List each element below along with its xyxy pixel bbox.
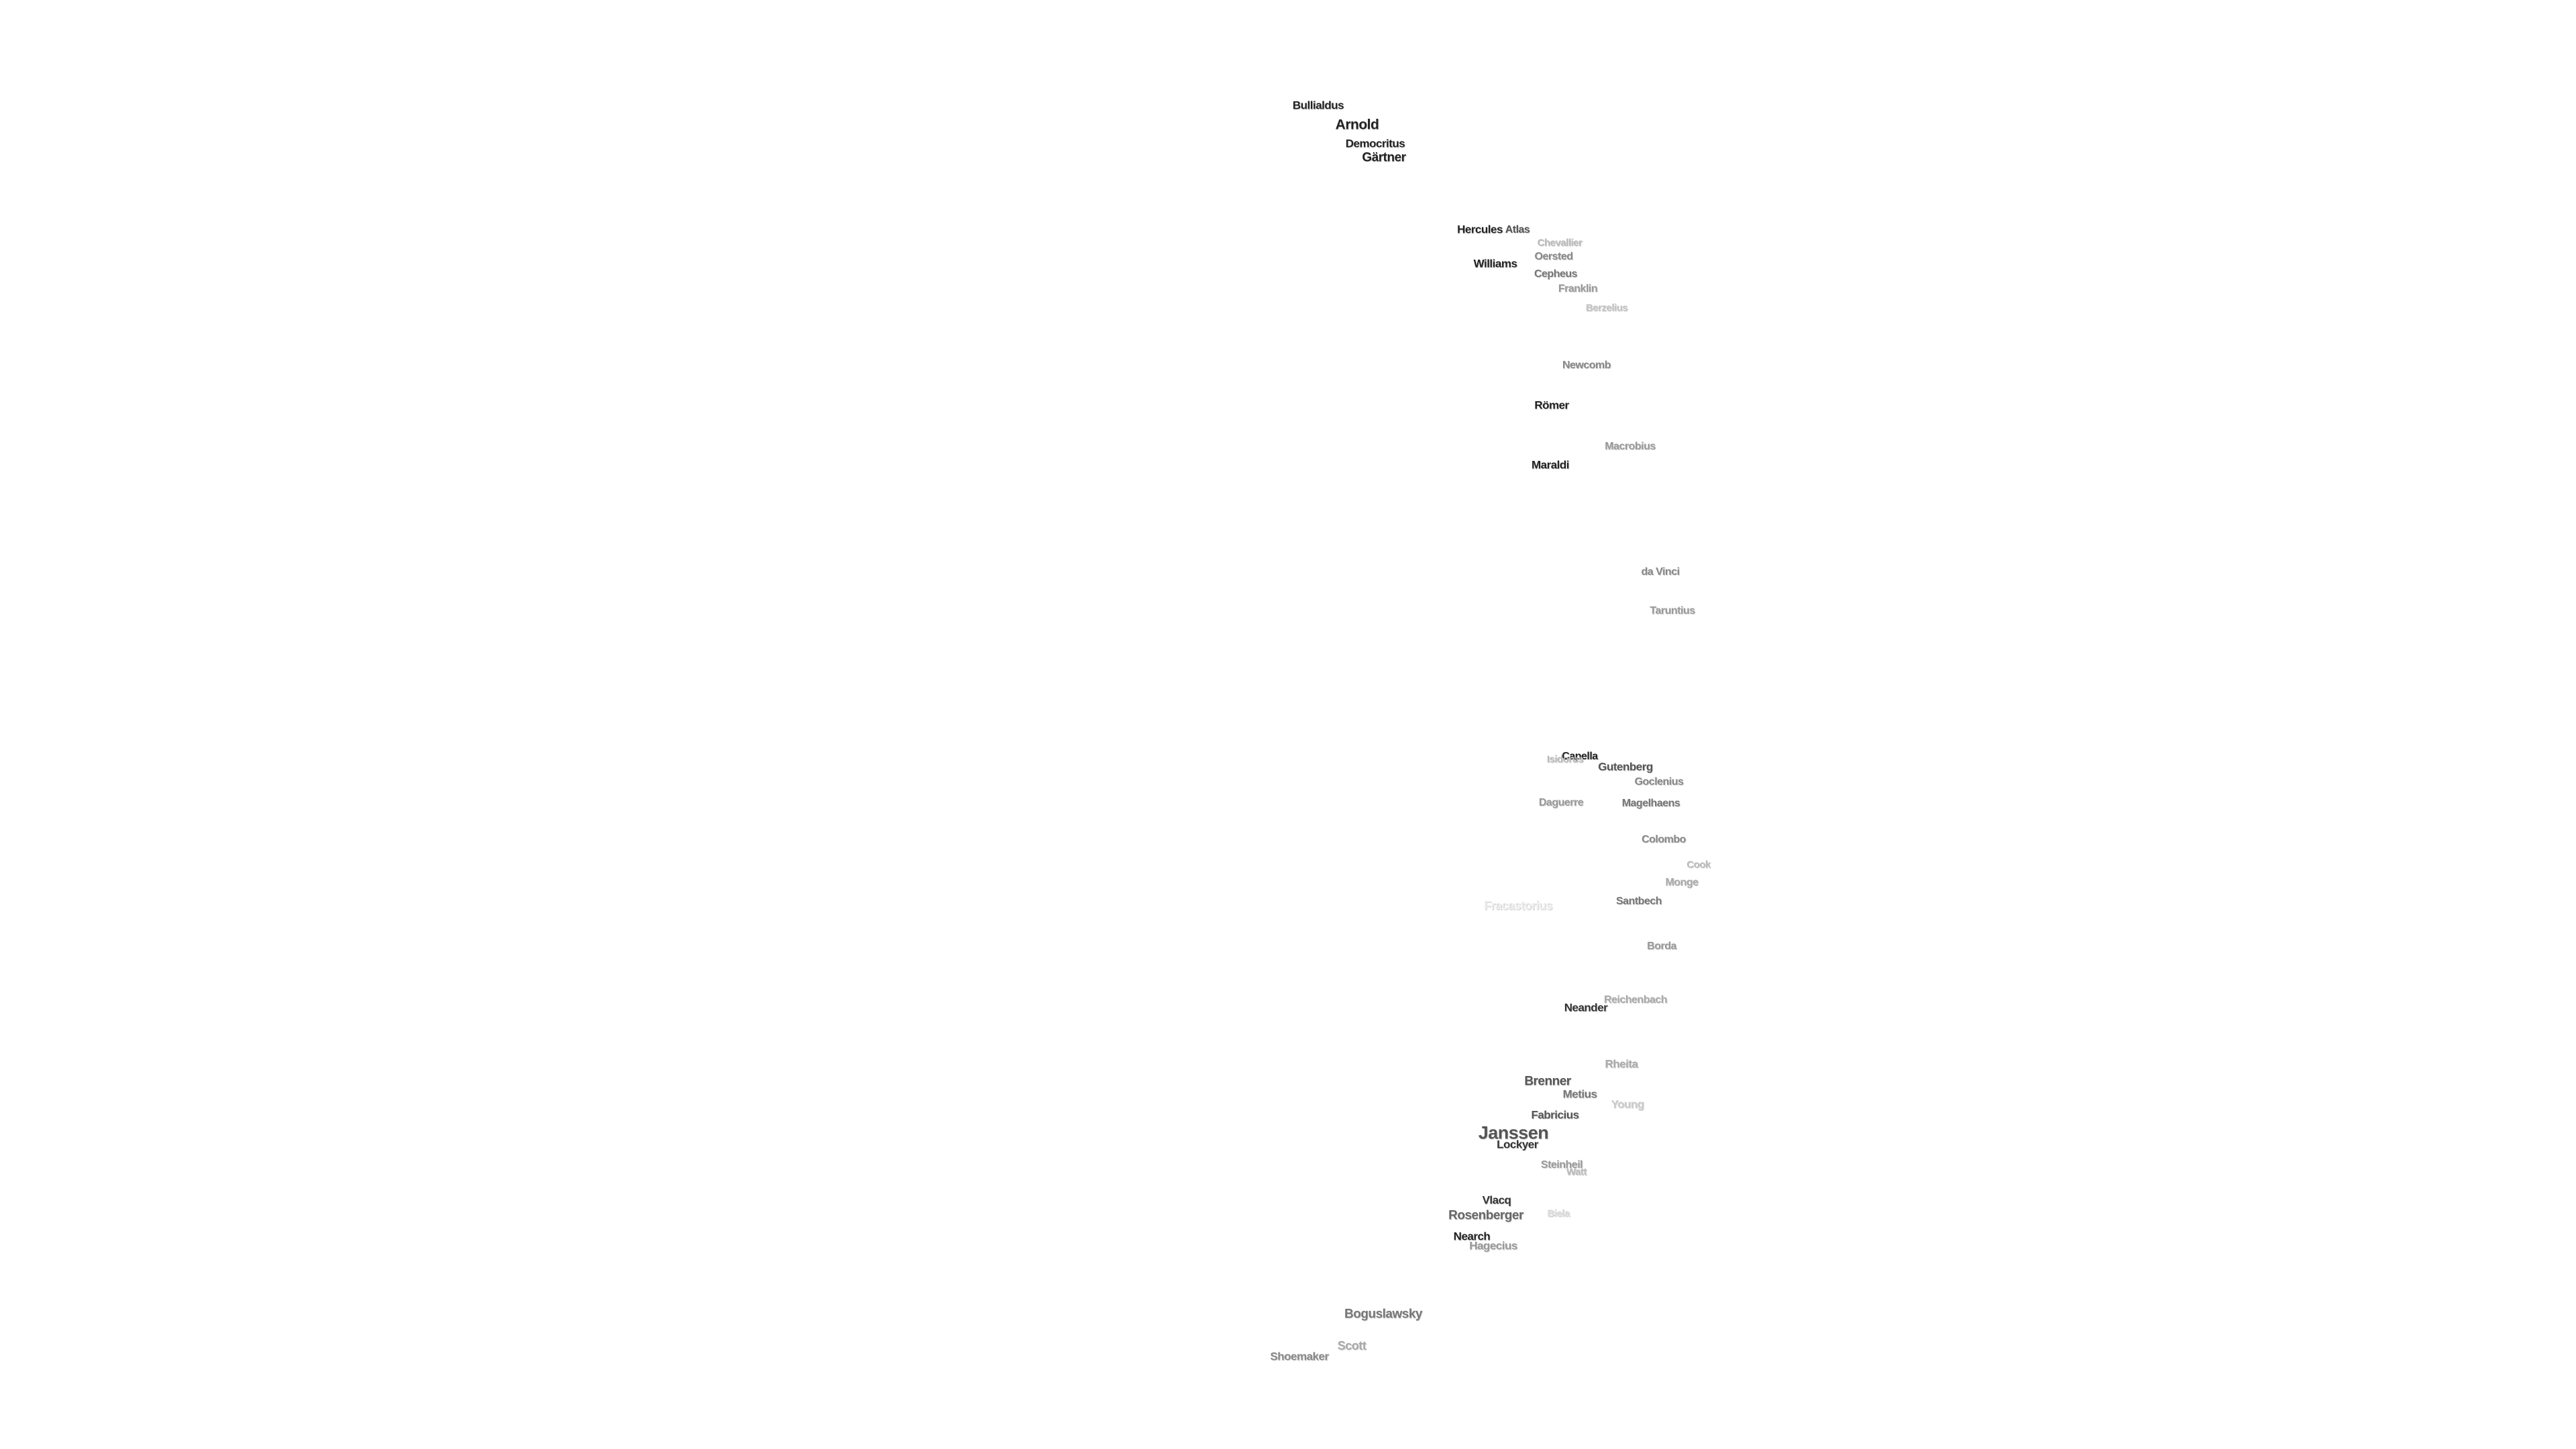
crater-label-young: Young (1611, 1097, 1644, 1111)
crater-label-bullialdus: Bullialdus (1292, 99, 1344, 112)
crater-label-scott: Scott (1337, 1339, 1366, 1352)
crater-label-boguslawsky: Boguslawsky (1344, 1307, 1422, 1322)
crater-label-fracastorius: Fracastorius (1483, 899, 1553, 912)
crater-label-arnold: Arnold (1335, 117, 1379, 133)
crater-label-magelhaens: Magelhaens (1621, 798, 1680, 809)
crater-label-macrobius: Macrobius (1605, 441, 1656, 452)
crater-label-brenner: Brenner (1524, 1074, 1571, 1089)
crater-label-maraldi: Maraldi (1531, 458, 1570, 472)
crater-label-watt: Watt (1566, 1166, 1587, 1178)
crater-label-goclenius: Goclenius (1634, 776, 1684, 788)
crater-label-hercules: Hercules (1457, 223, 1503, 236)
crater-label-isidorus: Isidorus (1546, 753, 1584, 765)
crater-label-atlas: Atlas (1505, 224, 1530, 235)
crater-label-monge: Monge (1665, 877, 1699, 888)
crater-label-daguerre: Daguerre (1538, 797, 1584, 808)
crater-label-oersted: Oersted (1534, 251, 1573, 262)
crater-label-biela: Biela (1547, 1208, 1570, 1220)
crater-label-colombo: Colombo (1642, 834, 1686, 845)
crater-label-rheita: Rheita (1605, 1057, 1638, 1071)
crater-label-steinheil: Steinheil (1540, 1159, 1583, 1171)
crater-label-cepheus: Cepheus (1534, 268, 1578, 280)
crater-label-rosenberger: Rosenberger (1448, 1208, 1523, 1223)
crater-label-gartner: Gärtner (1362, 150, 1406, 165)
crater-label-capella: Capella (1562, 751, 1598, 762)
crater-label-shoemaker: Shoemaker (1270, 1350, 1329, 1363)
crater-label-nearch: Nearch (1453, 1230, 1491, 1243)
crater-label-neander: Neander (1564, 1001, 1608, 1014)
crater-label-taruntius: Taruntius (1650, 605, 1695, 616)
crater-label-reichenbach: Reichenbach (1603, 994, 1668, 1006)
crater-label-lockyer: Lockyer (1497, 1138, 1538, 1151)
crater-label-newcomb: Newcomb (1562, 360, 1611, 371)
crater-label-fabricius: Fabricius (1531, 1108, 1579, 1122)
crater-label-metius: Metius (1562, 1087, 1597, 1101)
crater-label-vlacq: Vlacq (1482, 1193, 1511, 1207)
crater-label-romer: Römer (1534, 398, 1569, 412)
crater-label-da-vinci: da Vinci (1641, 566, 1680, 578)
crater-label-democritus: Democritus (1345, 137, 1405, 150)
crater-label-hagecius: Hagecius (1469, 1239, 1517, 1252)
crater-label-gutenberg: Gutenberg (1598, 760, 1653, 773)
crater-label-chevallier: Chevallier (1537, 237, 1582, 249)
crater-label-williams: Williams (1473, 257, 1517, 270)
crater-label-borda: Borda (1647, 941, 1676, 952)
crater-label-cook: Cook (1686, 859, 1711, 871)
crater-label-franklin: Franklin (1558, 283, 1598, 294)
crater-label-santbech: Santbech (1615, 896, 1662, 907)
crater-label-berzelius: Berzelius (1585, 302, 1628, 314)
crater-label-janssen: Janssen (1478, 1122, 1549, 1143)
